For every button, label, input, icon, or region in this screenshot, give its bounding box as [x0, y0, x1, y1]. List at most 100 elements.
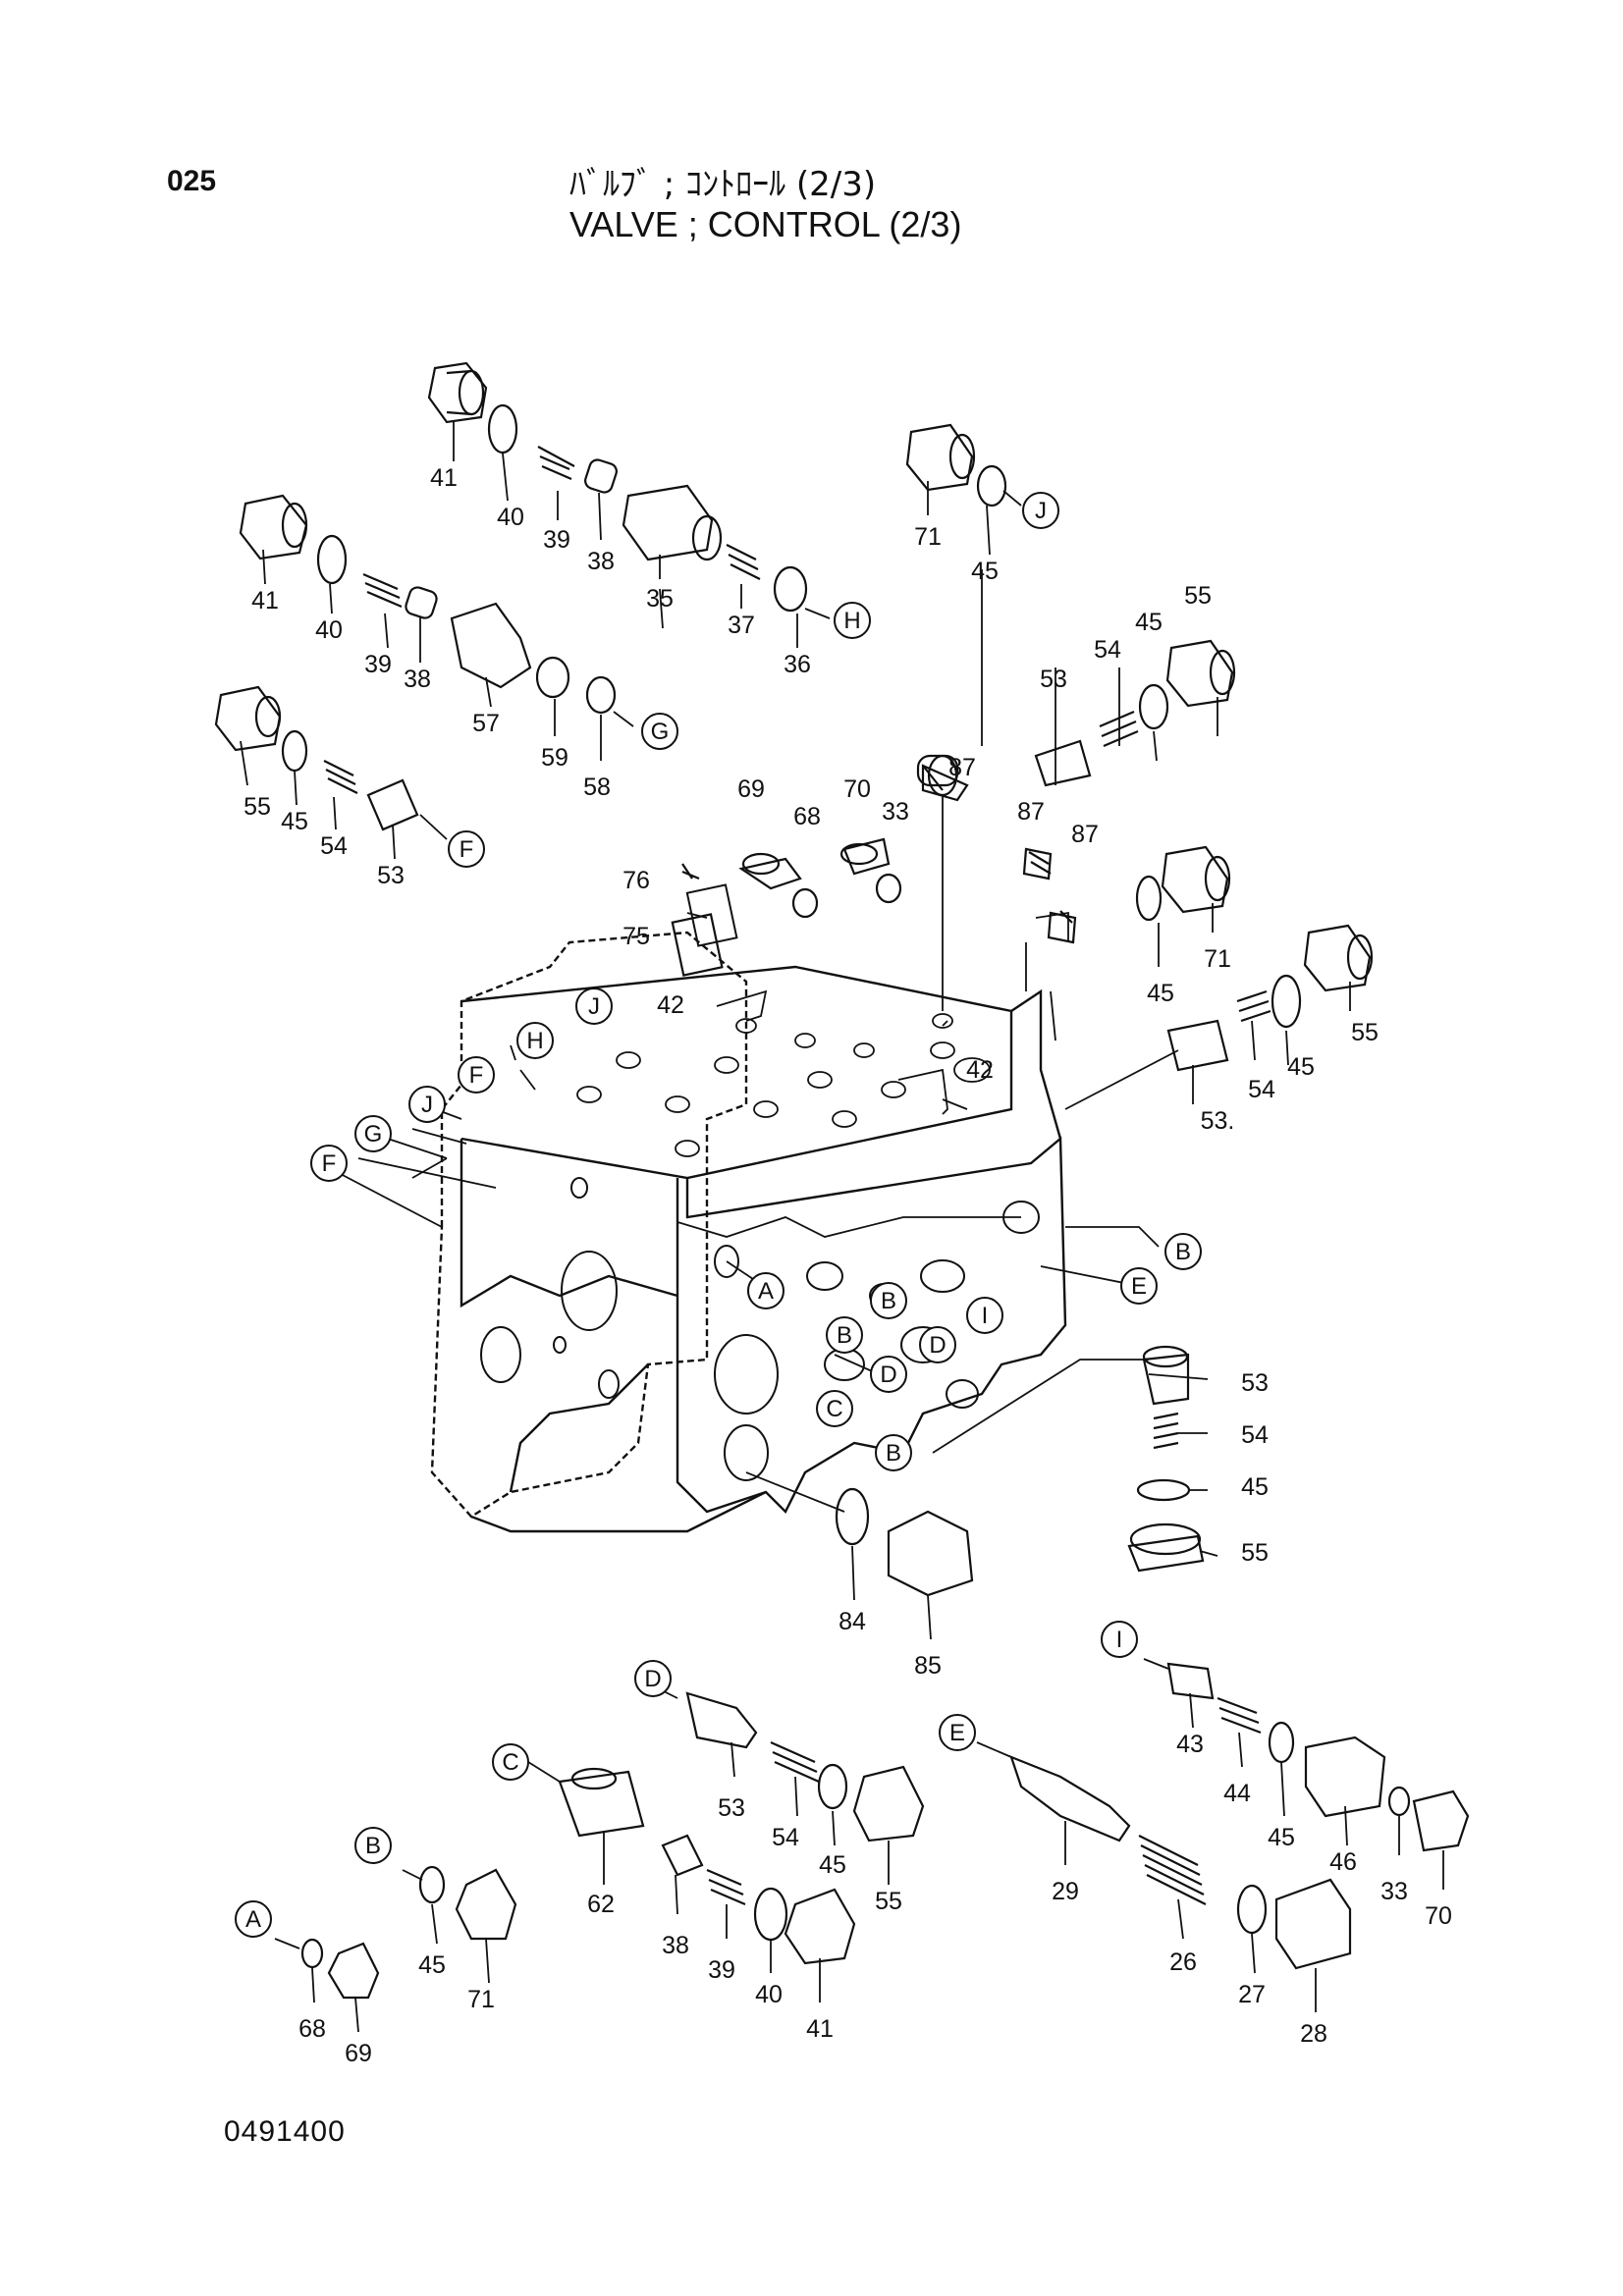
callout-letter-e: E [1131, 1273, 1147, 1300]
part-number-45: 45 [1268, 1824, 1295, 1851]
part-number-42: 42 [657, 991, 684, 1019]
part-number-38: 38 [587, 548, 615, 575]
part-number-41: 41 [430, 464, 458, 492]
part-number-87: 87 [1071, 821, 1099, 848]
part-number-labels: 4140393835373641403938575958554554537145… [243, 464, 1452, 2067]
part-number-45: 45 [1287, 1053, 1315, 1081]
part-number-84: 84 [839, 1608, 866, 1635]
part-number-53: 53 [377, 862, 405, 889]
callout-letter-c: C [502, 1749, 518, 1776]
part-number-55: 55 [243, 793, 271, 821]
callout-letter-h: H [526, 1028, 543, 1054]
leader-lines [240, 422, 1444, 2033]
parts [214, 361, 1470, 2000]
callout-circle-j [1022, 492, 1059, 529]
callout-circle-d [870, 1356, 907, 1393]
part-number-55: 55 [1184, 582, 1212, 610]
valve-body [430, 931, 1067, 1533]
callout-circle-i [966, 1297, 1003, 1334]
part-number-41: 41 [806, 2015, 834, 2043]
callout-letter-h: H [843, 608, 860, 634]
callout-circle-b [826, 1316, 863, 1354]
callout-letter-g: G [364, 1121, 383, 1148]
part-number-40: 40 [315, 616, 343, 644]
part-number-71: 71 [467, 1986, 495, 2013]
part-number-76: 76 [622, 867, 650, 894]
part-number-54: 54 [1241, 1421, 1269, 1449]
part-number-43: 43 [1176, 1731, 1204, 1758]
callout-letter-i: I [982, 1303, 989, 1329]
part-number-45: 45 [281, 808, 308, 835]
part-number-87: 87 [948, 754, 976, 781]
part-number-45: 45 [1135, 609, 1163, 636]
part-number-68: 68 [793, 803, 821, 830]
part-number-26: 26 [1169, 1949, 1197, 1976]
callout-letter-b: B [881, 1288, 896, 1314]
callout-circle-i [1101, 1621, 1138, 1658]
callout-letter-d: D [644, 1666, 661, 1692]
part-number-38: 38 [662, 1932, 689, 1959]
part-number-57: 57 [472, 710, 500, 737]
callout-letter-f: F [469, 1062, 484, 1089]
part-number-41: 41 [251, 587, 279, 614]
drawing-number: 0491400 [224, 2115, 346, 2148]
part-number-54: 54 [772, 1824, 799, 1851]
callout-circle-e [939, 1714, 976, 1751]
part-number-37: 37 [728, 612, 755, 639]
callout-letter-b: B [365, 1833, 381, 1859]
part-number-62: 62 [587, 1891, 615, 1918]
part-number-29: 29 [1052, 1878, 1079, 1905]
callout-circle-a [747, 1272, 784, 1309]
callout-letter-d: D [929, 1332, 946, 1359]
callout-letter-b: B [886, 1440, 901, 1467]
callout-letter-i: I [1116, 1627, 1123, 1653]
callout-circle-f [458, 1056, 495, 1094]
part-number-39: 39 [708, 1956, 735, 1984]
callout-circle-c [492, 1743, 529, 1781]
callout-circle-b [875, 1434, 912, 1471]
part-number-59: 59 [541, 744, 568, 772]
part-number-69: 69 [737, 775, 765, 803]
callout-letter-c: C [826, 1396, 842, 1422]
part-number-54: 54 [1094, 636, 1121, 664]
callout-circle-d [634, 1660, 672, 1697]
part-number-35: 35 [646, 585, 674, 613]
callout-circle-b [1164, 1233, 1202, 1270]
part-number-33: 33 [1380, 1878, 1408, 1905]
part-number-53: 53 [718, 1794, 745, 1822]
part-number-55: 55 [1351, 1019, 1379, 1046]
part-number-45: 45 [819, 1851, 846, 1879]
callout-letter-b: B [837, 1322, 852, 1349]
part-number-53: 53 [1241, 1369, 1269, 1397]
callout-circle-f [448, 830, 485, 868]
part-number-46: 46 [1329, 1848, 1357, 1876]
callout-letter-b: B [1175, 1239, 1191, 1265]
callout-letter-g: G [651, 719, 670, 745]
callout-letter-a: A [758, 1278, 774, 1305]
callout-circle-b [870, 1282, 907, 1319]
callout-circle-c [816, 1390, 853, 1427]
part-number-71: 71 [914, 523, 942, 551]
part-number-70: 70 [1425, 1902, 1452, 1930]
callout-letter-a: A [245, 1906, 261, 1933]
callout-letter-d: D [880, 1362, 896, 1388]
part-number-71: 71 [1204, 945, 1231, 973]
callout-circle-b [354, 1827, 392, 1864]
title-japanese: ﾊﾞﾙﾌﾞ ; ｺﾝﾄﾛｰﾙ (2/3) [569, 165, 877, 204]
part-number-36: 36 [784, 651, 811, 678]
callout-circle-j [575, 988, 613, 1025]
callout-letter-j: J [421, 1092, 433, 1118]
callout-circle-h [834, 602, 871, 639]
part-number-39: 39 [364, 651, 392, 678]
callout-letter-f: F [460, 836, 474, 863]
part-number-39: 39 [543, 526, 570, 554]
callout-circle-g [641, 713, 678, 750]
part-number-85: 85 [914, 1652, 942, 1680]
part-number-45: 45 [971, 558, 999, 585]
part-number-42: 42 [966, 1056, 994, 1084]
callout-letter-j: J [1035, 498, 1047, 524]
part-number-27: 27 [1238, 1981, 1266, 2008]
